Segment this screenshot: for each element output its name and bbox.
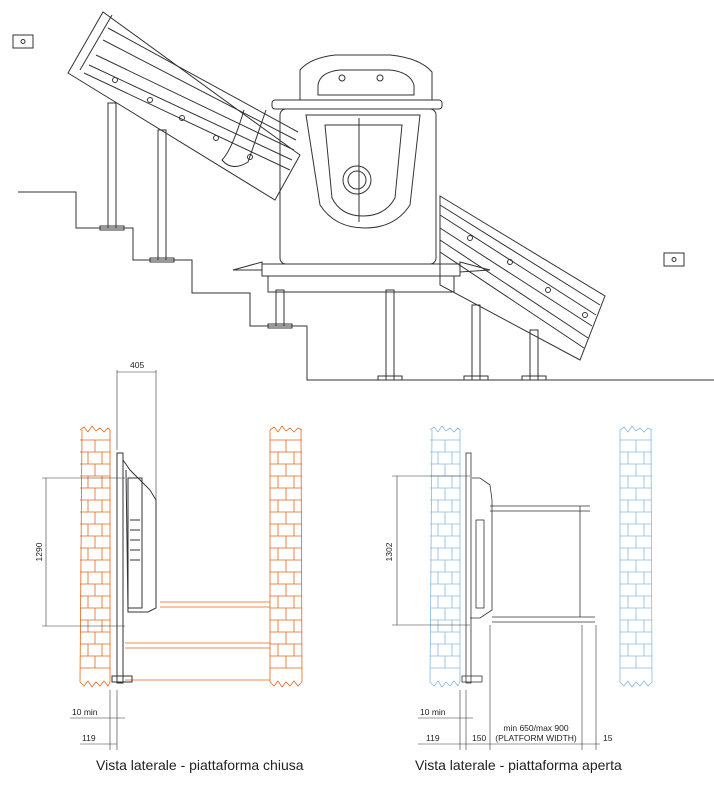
support-posts <box>99 102 547 381</box>
lift-open <box>461 452 595 684</box>
stairlift-body <box>221 54 491 293</box>
caption-closed: Vista laterale - piattaforma chiusa <box>96 757 304 773</box>
wall-bricks-open <box>429 425 653 688</box>
lower-rail <box>439 195 606 361</box>
dimensions-open <box>392 475 600 750</box>
dim-offset-right: 119 <box>426 733 440 743</box>
dim-platform-line2: (PLATFORM WIDTH) <box>495 733 577 743</box>
section-marker-right-dot <box>671 257 677 262</box>
section-marker-left <box>12 34 34 49</box>
dim-platform-line1: min 650/max 900 <box>503 723 568 733</box>
section-marker-left-dot <box>20 39 26 44</box>
dim-15: 15 <box>603 733 613 743</box>
staircase-profile <box>18 191 714 381</box>
dim-min-gap-left: 10 min <box>72 707 98 717</box>
wall-bricks-closed <box>79 425 303 688</box>
dim-top-width: 405 <box>130 360 144 370</box>
top-elevation-view <box>12 11 714 381</box>
dim-min-gap-right: 10 min <box>420 707 446 717</box>
dim-offset-left: 119 <box>82 733 96 743</box>
dimensions-closed <box>42 370 157 750</box>
section-marker-right <box>663 252 685 267</box>
caption-open: Vista laterale - piattaforma aperta <box>415 757 622 773</box>
upper-rail <box>67 11 301 201</box>
dim-150: 150 <box>472 733 486 743</box>
open-side-view <box>392 425 653 750</box>
dim-height-closed: 1290 <box>34 542 44 561</box>
closed-side-view <box>42 370 303 750</box>
dim-height-open: 1302 <box>384 542 394 561</box>
lift-closed <box>111 452 157 684</box>
